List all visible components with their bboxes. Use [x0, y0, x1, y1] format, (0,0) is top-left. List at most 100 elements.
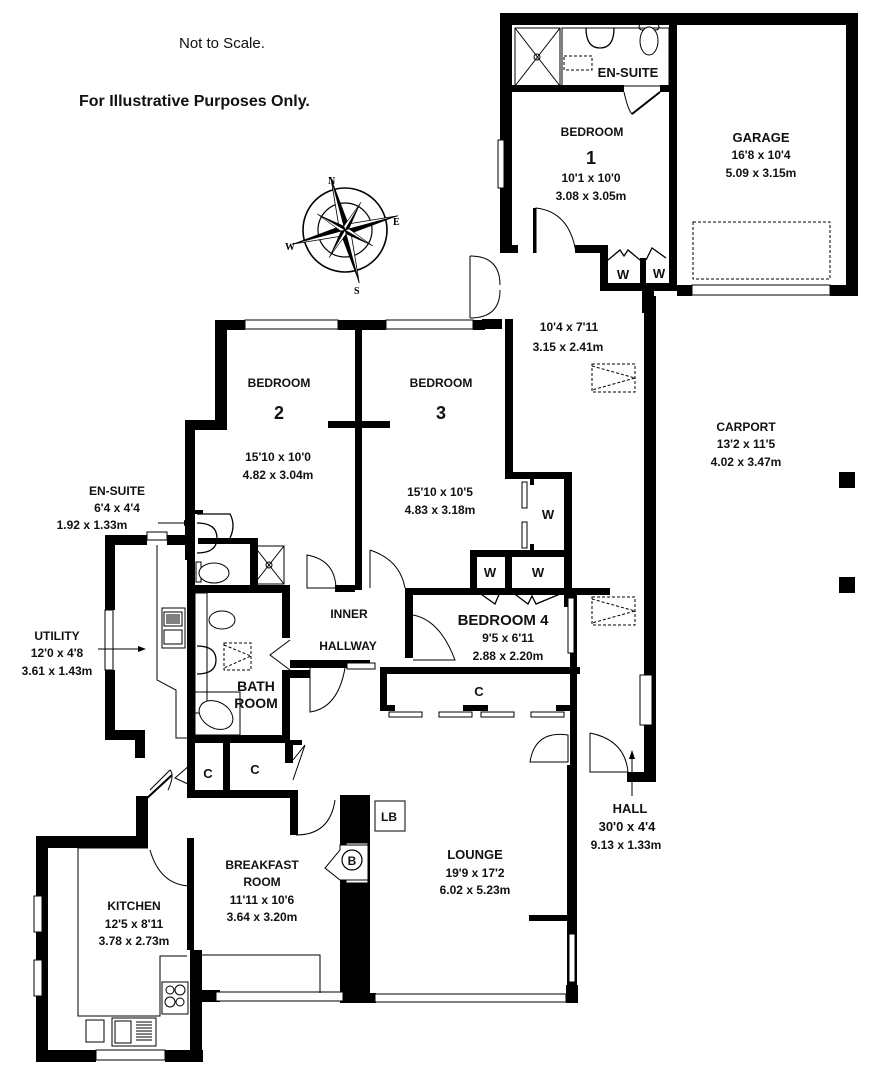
- compass-rose-icon: N E S W: [285, 176, 400, 297]
- carport-post: [839, 577, 855, 593]
- kitchen-imperial: 12'5 x 8'11: [105, 917, 164, 931]
- bedroom3-label: BEDROOM: [410, 376, 473, 390]
- inner-hallway-label-line1: INNER: [330, 607, 368, 621]
- bedroom2-metric: 4.82 x 3.04m: [243, 468, 314, 482]
- hall-walls: [482, 296, 656, 782]
- breakfast-imperial: 11'11 x 10'6: [230, 893, 295, 907]
- log-burner-marker: LB: [381, 810, 397, 824]
- kitchen-metric: 3.78 x 2.73m: [99, 934, 170, 948]
- cupboards-walls: [187, 740, 302, 835]
- bathroom-label-line1: BATH: [237, 678, 275, 694]
- wardrobe-marker: W: [532, 565, 545, 580]
- breakfast-label-line2: ROOM: [243, 875, 280, 889]
- bedroom3-window: [385, 319, 474, 330]
- loft-hatch: [223, 642, 252, 671]
- compass-e-label: E: [393, 217, 400, 228]
- garage-imperial: 16'8 x 10'4: [731, 148, 790, 162]
- compass-n-label: N: [328, 176, 336, 187]
- bedroom3-metric: 4.83 x 3.18m: [405, 503, 476, 517]
- bedroom4-walls: [470, 550, 570, 590]
- garage-label: GARAGE: [732, 130, 789, 145]
- toilet-icon: [208, 610, 236, 630]
- bedroom3-number: 3: [436, 403, 446, 423]
- sink-icon: [163, 611, 183, 645]
- bedroom2-number: 2: [274, 403, 284, 423]
- bedroom1-label: BEDROOM: [561, 125, 624, 139]
- wardrobe-marker: W: [617, 267, 630, 282]
- shower-tray-icon: [253, 545, 285, 585]
- skylight: [591, 363, 636, 393]
- loft-hatch: [563, 55, 593, 71]
- top-block-walls: [500, 13, 858, 313]
- carport-metric: 4.02 x 3.47m: [711, 455, 782, 469]
- lounge-side-window: [568, 933, 576, 983]
- hall-metric: 9.13 x 1.33m: [591, 838, 662, 852]
- bedroom4-metric: 2.88 x 2.20m: [473, 649, 544, 663]
- bedroom1-imperial: 10'1 x 10'0: [561, 171, 620, 185]
- compass-w-label: W: [285, 242, 295, 253]
- skylight: [591, 596, 636, 626]
- wardrobe-marker: W: [484, 565, 497, 580]
- utility-window: [104, 609, 114, 671]
- log-burner-box: [374, 800, 406, 832]
- garage-door: [691, 284, 831, 296]
- toilet-icon: [638, 23, 660, 56]
- lounge-metric: 6.02 x 5.23m: [440, 883, 511, 897]
- kitchen-window-side: [33, 959, 43, 997]
- bedroom2-label: BEDROOM: [248, 376, 311, 390]
- ensuite-left-imperial: 6'4 x 4'4: [94, 501, 140, 515]
- utility-imperial: 12'0 x 4'8: [31, 646, 84, 660]
- bedroom4-imperial: 9'5 x 6'11: [482, 631, 534, 645]
- basin-icon: [585, 27, 615, 49]
- hallway-walls: [290, 588, 610, 768]
- carport-post: [839, 472, 855, 488]
- entrance-metric: 3.15 x 2.41m: [533, 340, 604, 354]
- bedroom4-label: BEDROOM 4: [458, 612, 550, 629]
- lounge-imperial: 19'9 x 17'2: [445, 866, 504, 880]
- inner-hallway-label-line2: HALLWAY: [319, 639, 377, 653]
- breakfast-window: [215, 991, 344, 1002]
- hob-icon: [161, 981, 189, 1015]
- bedroom1-number: 1: [586, 148, 596, 168]
- entrance-imperial: 10'4 x 7'11: [540, 320, 599, 334]
- compass-s-label: S: [354, 286, 360, 297]
- kitchen-walls: [36, 796, 220, 1062]
- carport-label: CARPORT: [716, 420, 776, 434]
- kitchen-window-side: [33, 895, 43, 933]
- wardrobe-marker: W: [653, 266, 666, 281]
- ensuite-top-label: EN-SUITE: [598, 65, 659, 80]
- utility-walls: [105, 510, 290, 790]
- boiler-icon: B: [324, 844, 369, 881]
- svg-text:B: B: [348, 854, 357, 868]
- utility-label: UTILITY: [34, 629, 79, 643]
- not-to-scale-note: Not to Scale.: [179, 35, 265, 52]
- appliance-space: [85, 1019, 105, 1043]
- breakfast-metric: 3.64 x 3.20m: [227, 910, 298, 924]
- bedroom3-imperial: 15'10 x 10'5: [407, 485, 473, 499]
- shower-tray-icon: [514, 27, 561, 87]
- cupboard-marker: C: [250, 762, 260, 777]
- bedroom2-imperial: 15'10 x 10'0: [245, 450, 311, 464]
- bathroom-label-line2: ROOM: [234, 695, 278, 711]
- bedroom2-window: [244, 319, 339, 330]
- bedrooms-walls: [185, 320, 485, 592]
- cupboard-marker: C: [474, 684, 484, 699]
- bedroom4-window: [567, 597, 575, 654]
- breakfast-label-line1: BREAKFAST: [225, 858, 299, 872]
- illustrative-purposes-note: For Illustrative Purposes Only.: [79, 93, 310, 110]
- ensuite-left-label: EN-SUITE: [89, 484, 145, 498]
- basin-icon: [196, 645, 217, 675]
- lounge-walls: [340, 765, 578, 1003]
- lounge-label: LOUNGE: [447, 847, 503, 862]
- hall-imperial: 30'0 x 4'4: [599, 819, 657, 834]
- bedroom1-metric: 3.08 x 3.05m: [556, 189, 627, 203]
- hall-label: HALL: [613, 801, 648, 816]
- bathroom-walls: [195, 593, 310, 743]
- kitchen-label: KITCHEN: [107, 899, 160, 913]
- garage-metric: 5.09 x 3.15m: [726, 166, 797, 180]
- lounge-window: [374, 993, 567, 1003]
- kitchen-sink-icon: [111, 1017, 157, 1047]
- utility-metric: 3.61 x 1.43m: [22, 664, 93, 678]
- wardrobe-marker: W: [542, 507, 555, 522]
